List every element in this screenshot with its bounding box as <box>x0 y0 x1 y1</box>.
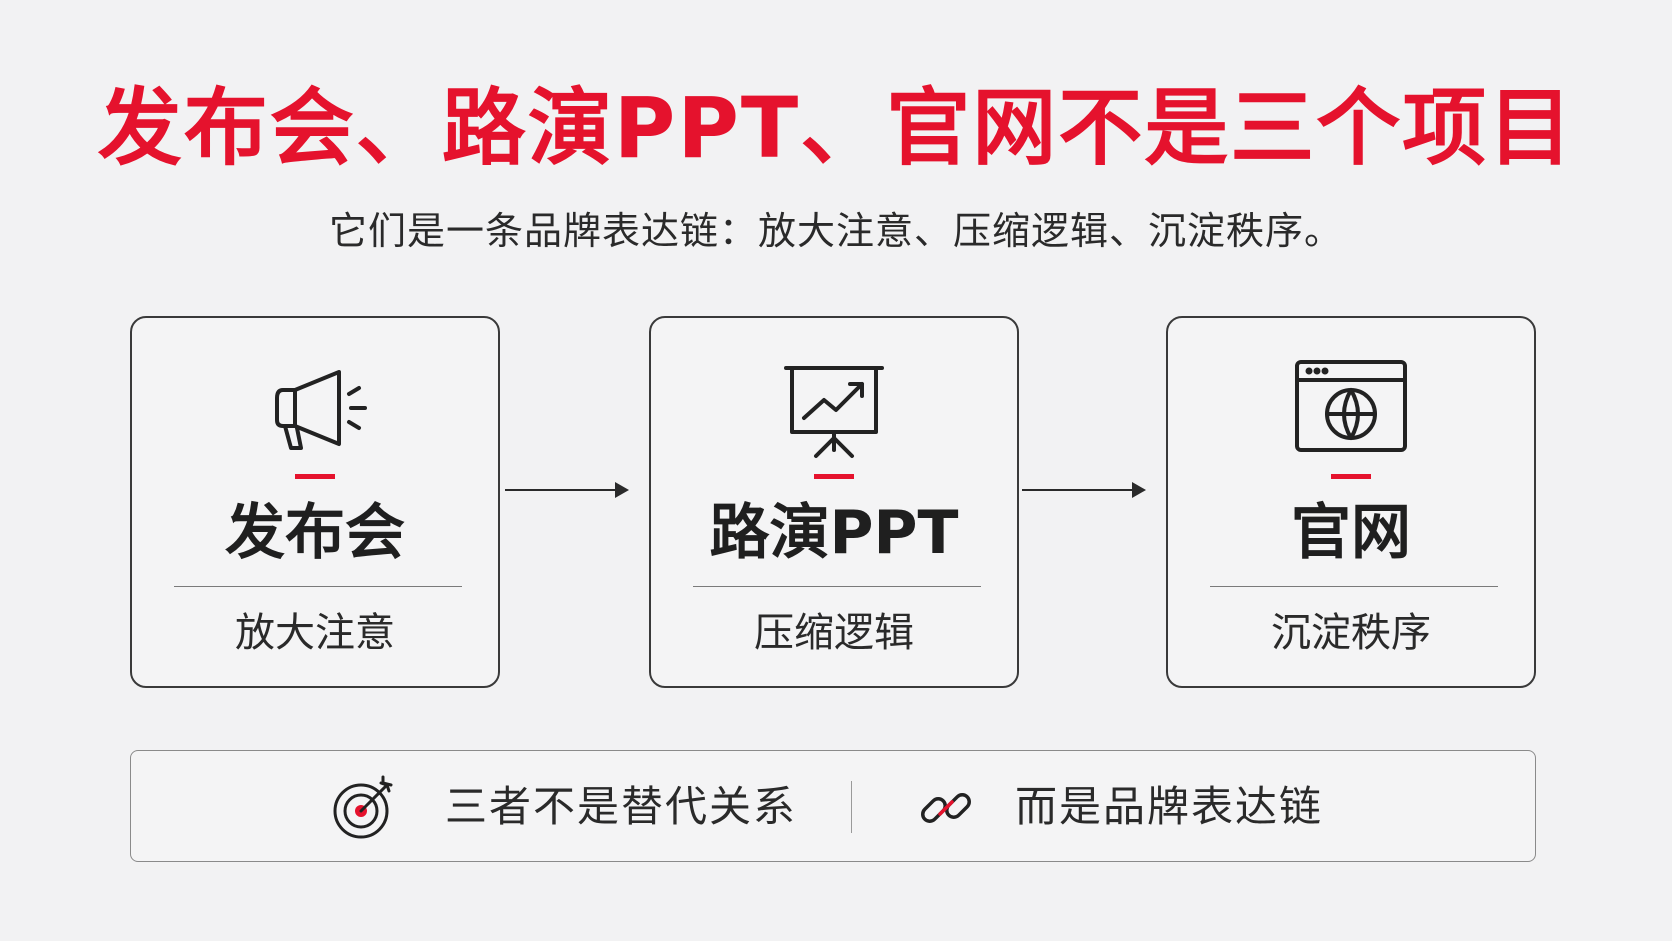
summary-bar: 三者不是替代关系 而是品牌表达链 <box>130 750 1536 862</box>
card-divider <box>174 586 462 587</box>
card-title: 官网 <box>1291 498 1411 568</box>
headline: 发布会、路演PPT、官网不是三个项目 <box>97 79 1575 177</box>
accent-dash <box>814 474 854 479</box>
summary-right-text: 而是品牌表达链 <box>1015 782 1324 831</box>
card-divider <box>693 586 981 587</box>
card-title: 发布会 <box>225 498 405 568</box>
card-roadshow-ppt: 路演PPT 压缩逻辑 <box>649 316 1019 688</box>
card-launch-event: 发布会 放大注意 <box>130 316 500 688</box>
accent-dash <box>295 474 335 479</box>
accent-dash <box>1331 474 1371 479</box>
browser-globe-icon <box>1295 360 1407 452</box>
arrow-right-icon <box>1022 482 1146 498</box>
summary-left-text: 三者不是替代关系 <box>445 782 798 831</box>
card-divider <box>1210 586 1498 587</box>
card-subtitle: 压缩逻辑 <box>754 610 914 656</box>
subtitle: 它们是一条品牌表达链：放大注意、压缩逻辑、沉淀秩序。 <box>328 209 1343 253</box>
card-subtitle: 放大注意 <box>235 610 395 656</box>
megaphone-icon <box>275 370 367 450</box>
summary-separator <box>851 781 852 833</box>
arrow-right-icon <box>505 482 629 498</box>
link-icon <box>921 793 971 823</box>
card-subtitle: 沉淀秩序 <box>1271 610 1431 656</box>
target-icon <box>333 775 393 839</box>
card-title: 路演PPT <box>709 498 959 568</box>
card-website: 官网 沉淀秩序 <box>1166 316 1536 688</box>
presentation-chart-icon <box>784 366 884 458</box>
